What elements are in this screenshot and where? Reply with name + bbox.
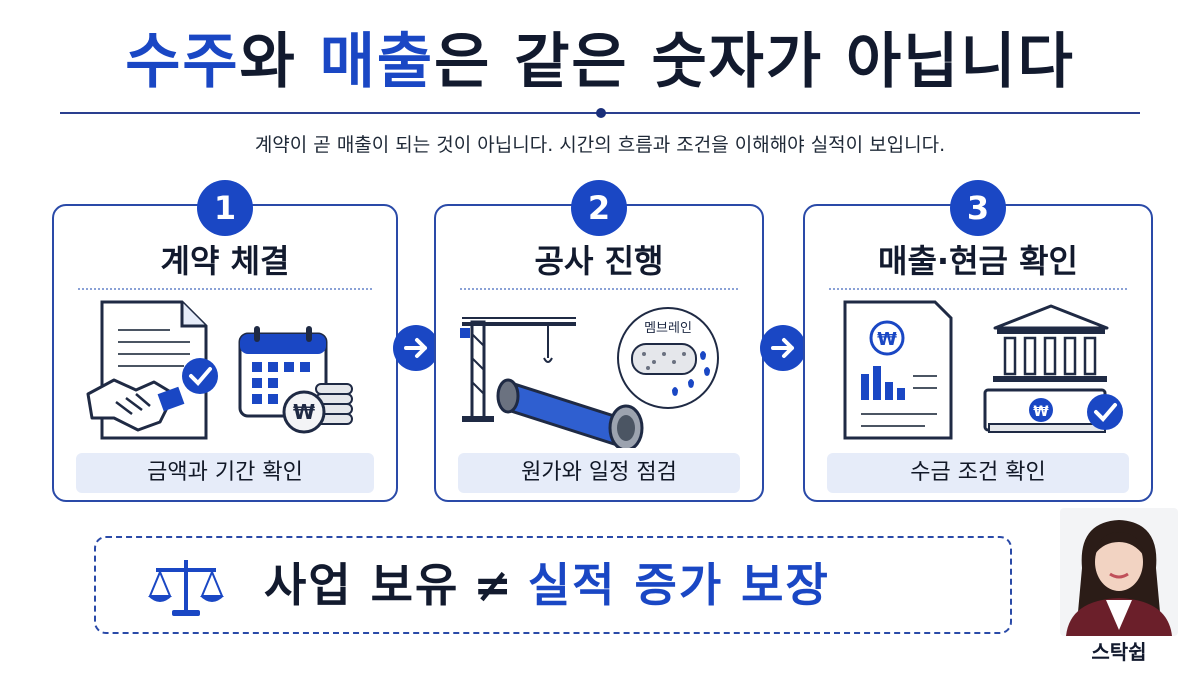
step-caption: 수금 조건 확인: [827, 453, 1129, 493]
membrane-icon: 멤브레인: [617, 307, 719, 409]
coin-stack-icon: [315, 383, 353, 425]
title-connector: 와: [239, 27, 320, 97]
bank-building-icon: [993, 304, 1109, 382]
step-caption: 원가와 일정 점검: [458, 453, 740, 493]
step-card-revenue: 3 매출·현금 확인 ₩: [803, 180, 1153, 502]
cash-stack-icon: ₩: [983, 388, 1107, 433]
dotted-divider: [78, 288, 372, 290]
step-number-badge: 3: [950, 180, 1006, 236]
title-highlight-orders: 수주: [125, 27, 240, 97]
not-equal-symbol: ≠: [473, 558, 514, 612]
report-document-icon: ₩: [843, 300, 953, 440]
key-message-box: 사업 보유≠실적 증가 보장: [94, 536, 1012, 634]
crane-icon: [460, 317, 576, 422]
contract-illustration: ₩: [86, 300, 353, 440]
svg-text:₩: ₩: [877, 329, 897, 350]
step-title: 계약 체결: [160, 242, 290, 280]
arrow-right-icon: [760, 325, 806, 371]
check-circle-icon: [182, 358, 218, 394]
step-caption: 금액과 기간 확인: [76, 453, 374, 493]
arrow-right-icon: [393, 325, 439, 371]
step-card-construction: 2 공사 진행 멤브레인: [434, 180, 764, 502]
balance-scale-icon: [148, 560, 224, 616]
title-rest: 은 같은 숫자가 아닙니다: [434, 27, 1075, 97]
presenter-name: 스탁쉽: [1091, 640, 1147, 664]
dotted-divider: [460, 288, 738, 290]
key-message: 사업 보유≠실적 증가 보장: [264, 550, 830, 620]
step-card-contract: 1 계약 체결: [52, 180, 398, 502]
svg-text:₩: ₩: [293, 400, 315, 424]
won-coin-icon: ₩: [282, 390, 326, 434]
step-title: 매출·현금 확인: [878, 242, 1078, 280]
pipe-icon: [496, 378, 644, 448]
message-left: 사업 보유: [264, 558, 460, 612]
construction-illustration: 멤브레인: [460, 307, 719, 448]
message-right: 실적 증가 보장: [527, 558, 830, 612]
page-title: 수주와 매출은 같은 숫자가 아닙니다: [0, 22, 1200, 102]
title-highlight-sales: 매출: [319, 27, 435, 97]
check-circle-icon: [1087, 394, 1123, 430]
step-number-badge: 2: [571, 180, 627, 236]
step-number-badge: 1: [197, 180, 253, 236]
divider-dot: [596, 108, 606, 118]
membrane-label: 멤브레인: [644, 321, 692, 336]
svg-text:₩: ₩: [1033, 404, 1049, 420]
dotted-divider: [829, 288, 1127, 290]
subtitle: 계약이 곧 매출이 되는 것이 아닙니다. 시간의 흐름과 조건을 이해해야 실…: [254, 134, 946, 156]
presenter-avatar: [1060, 508, 1178, 636]
step-title: 공사 진행: [534, 242, 664, 280]
handshake-icon: [86, 378, 185, 432]
revenue-illustration: ₩ ₩: [843, 300, 1123, 440]
